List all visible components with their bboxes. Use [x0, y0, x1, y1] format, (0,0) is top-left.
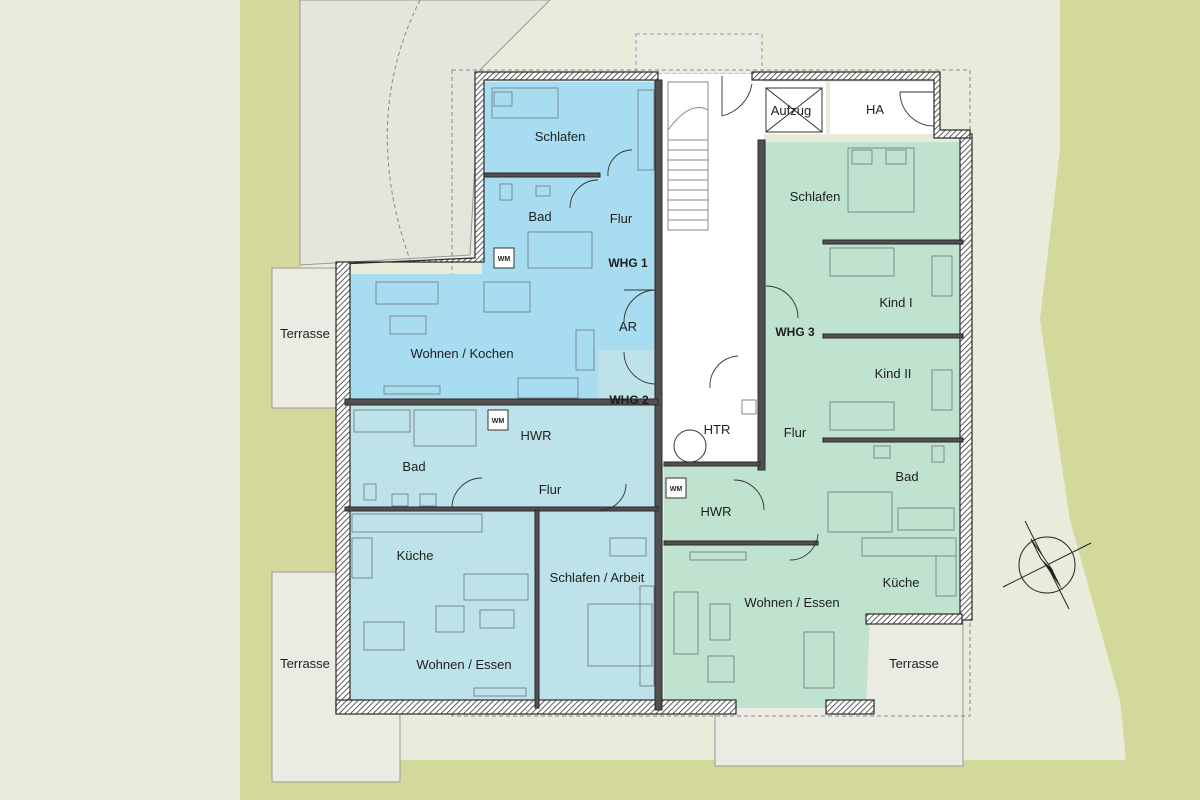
whg2-flur-area: [485, 466, 658, 510]
door-whg1: [623, 289, 657, 323]
lawn-south: [240, 760, 1150, 800]
wall-whg3-kids: [822, 239, 964, 245]
door-whg1-flur: [569, 179, 599, 209]
whg2-wm-box: [487, 409, 509, 431]
north-arrow-icon: [1002, 520, 1092, 610]
label-ar: AR: [619, 319, 637, 334]
door-whg2-kueche: [451, 477, 483, 509]
whg1-furniture: [375, 87, 655, 399]
whg2-furniture: [351, 409, 655, 697]
elevator-cross-b: [765, 87, 823, 133]
label-whg2-bad: Bad: [402, 459, 425, 474]
label-whg2-kueche: Küche: [397, 548, 434, 563]
label-whg3-flur: Flur: [784, 425, 807, 440]
elevator-shaft: [765, 87, 823, 133]
wall-whg2-kueche: [344, 506, 659, 512]
exterior-wall-terrace-east: [865, 613, 963, 625]
label-whg2-wohnen: Wohnen / Essen: [416, 657, 511, 672]
whg3-wm-label: WM: [670, 486, 683, 493]
label-whg3-bad: Bad: [895, 469, 918, 484]
whg3-wohnen-area: [664, 534, 960, 708]
whg3-wm-box: [665, 477, 687, 499]
exterior-wall-south-east: [825, 699, 875, 715]
label-whg3-kueche: Küche: [883, 575, 920, 590]
door-htr: [709, 355, 739, 389]
ha-area: [830, 82, 936, 134]
staircase: [667, 81, 709, 231]
whg2-kueche-area: [345, 510, 538, 708]
entrance-canopy: [635, 33, 763, 75]
label-whg3-wohnen: Wohnen / Essen: [744, 595, 839, 610]
label-htr: HTR: [704, 422, 731, 437]
label-whg3-unit: WHG 3: [775, 325, 815, 339]
aufzug-area: [762, 82, 826, 134]
wall-whg3-hwr: [663, 540, 819, 546]
whg3-kind2-area: [826, 336, 960, 440]
label-whg3-kind1: Kind I: [879, 295, 912, 310]
label-whg1-schlafen: Schlafen: [535, 129, 586, 144]
door-entrance: [721, 76, 753, 117]
whg3-hwr-area: [664, 464, 764, 544]
whg2-wm-label: WM: [492, 418, 505, 425]
door-whg3-wohnen: [789, 533, 819, 561]
label-whg2-schlafen: Schlafen / Arbeit: [550, 570, 645, 585]
door-whg3-hwr: [733, 479, 765, 511]
whg3-furniture: [673, 147, 957, 689]
label-whg1-unit: WHG 1: [608, 256, 648, 270]
whg3-kind1-area: [826, 242, 960, 336]
whg3-flur-area: [764, 270, 826, 540]
label-ha: HA: [866, 102, 884, 117]
terrace-south-east-label: Terrasse: [889, 656, 939, 671]
whg1-wohnen-area: [345, 274, 598, 400]
label-whg2-hwr: HWR: [520, 428, 551, 443]
wall-whg3-bad: [822, 437, 964, 443]
whg2-bad-area: [345, 404, 485, 510]
door-ha: [899, 91, 935, 127]
wall-whg2-schlafen: [534, 509, 540, 709]
whg2-schlafen-area: [538, 510, 658, 708]
terrace-west-upper-label: Terrasse: [280, 326, 330, 341]
whg3-bad-area: [826, 440, 960, 534]
exterior-wall-east: [959, 133, 973, 621]
door-whg2-schlafen: [599, 483, 627, 511]
exterior-wall-west: [335, 261, 351, 713]
htr-tank: [673, 429, 707, 463]
label-whg2-flur: Flur: [539, 482, 562, 497]
label-whg1-flur: Flur: [610, 211, 633, 226]
whg1-wm-label: WM: [498, 256, 511, 263]
whg1-wm-box: [493, 247, 515, 269]
door-whg3: [765, 285, 799, 319]
ar-area: [598, 310, 658, 350]
label-whg3-kind2: Kind II: [875, 366, 912, 381]
label-whg2-unit: WHG 2: [609, 393, 649, 407]
wall-whg3-kind2: [822, 333, 964, 339]
label-whg1-wohnen: Wohnen / Kochen: [410, 346, 513, 361]
terrace-west-lower-label: Terrasse: [280, 656, 330, 671]
label-aufzug: Aufzug: [771, 103, 811, 118]
door-whg1-schlafen: [607, 149, 633, 177]
wall-htr: [663, 461, 761, 467]
whg1-schlafen-area: [482, 82, 658, 176]
wall-core-west: [654, 79, 663, 711]
label-whg1-bad: Bad: [528, 209, 551, 224]
whg1-flur-area: [598, 176, 658, 310]
wall-whg1-south: [344, 398, 659, 406]
wall-core-east: [757, 139, 766, 471]
exterior-wall-north-east: [751, 71, 971, 139]
label-whg3-hwr: HWR: [700, 504, 731, 519]
door-whg2: [623, 351, 657, 385]
wall-whg1-bad: [483, 172, 601, 178]
label-whg3-schlafen: Schlafen: [790, 189, 841, 204]
lawn-east: [1040, 0, 1200, 800]
